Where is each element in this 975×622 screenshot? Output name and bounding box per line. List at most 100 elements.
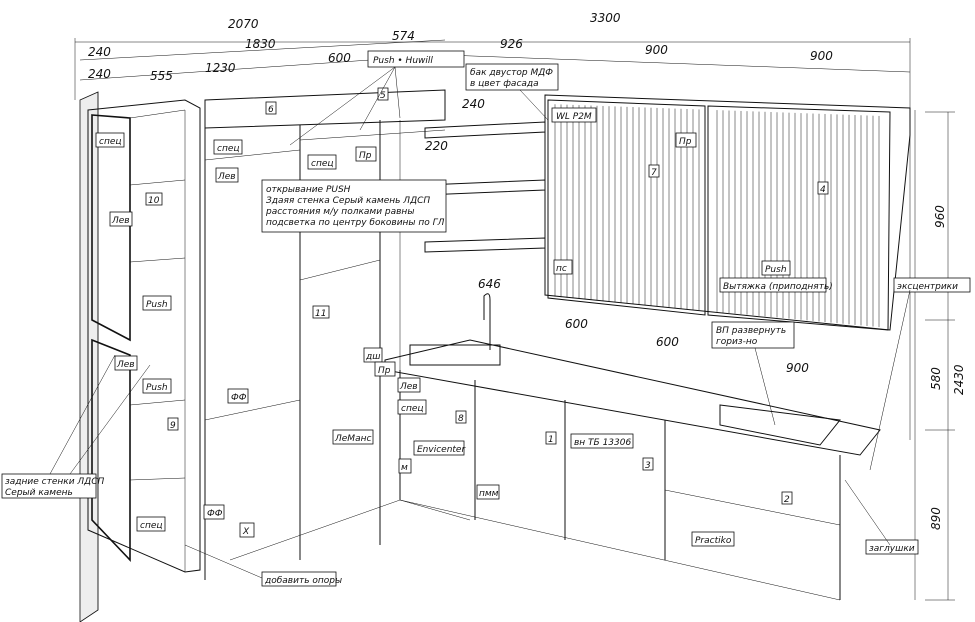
svg-text:Серый камень: Серый камень [5, 488, 73, 498]
svg-text:Пр: Пр [359, 151, 372, 161]
svg-text:10: 10 [148, 196, 160, 206]
svg-text:Лев: Лев [217, 172, 236, 182]
label-pmm: пмм [476, 484, 500, 500]
svg-text:пс: пс [556, 264, 567, 274]
svg-text:спец: спец [140, 521, 163, 531]
svg-text:спец: спец [311, 159, 334, 169]
label-push-huwill: Push • Huwill [367, 50, 465, 68]
svg-text:6: 6 [268, 105, 274, 115]
label-pc: пс [553, 259, 573, 275]
module-5: 5 [377, 87, 389, 101]
svg-text:заглушки: заглушки [869, 544, 915, 554]
label-lev-col2: Лев [114, 355, 138, 371]
svg-text:Practiko: Practiko [695, 536, 732, 546]
module-4: 4 [817, 181, 829, 195]
svg-text:4: 4 [820, 185, 826, 195]
svg-text:Здаяя стенка Серый камень ЛДСП: Здаяя стенка Серый камень ЛДСП [266, 196, 430, 206]
label-hood-lift: Вытяжка (приподнять) [719, 277, 833, 293]
top-dimension-lines [74, 38, 911, 110]
module-10: 10 [145, 192, 163, 206]
module-9: 9 [167, 417, 179, 431]
svg-text:Лев: Лев [111, 216, 130, 226]
dim-600b: 600 [565, 317, 588, 331]
svg-text:Пр: Пр [378, 366, 391, 376]
label-spec-low: спец [397, 399, 427, 415]
svg-text:добавить опоры: добавить опоры [264, 576, 342, 586]
svg-text:ФФ: ФФ [231, 393, 247, 403]
svg-text:подсветка по центру боковины п: подсветка по центру боковины по ГЛ [266, 218, 445, 228]
svg-text:WL P2M: WL P2M [556, 112, 592, 122]
label-pr-upper: Пр [675, 132, 697, 148]
label-add-supports: добавить опоры [261, 571, 342, 587]
label-dsh: дш [363, 347, 383, 363]
svg-text:Push • Huwill: Push • Huwill [373, 56, 433, 66]
dim-900b: 900 [810, 49, 833, 63]
svg-text:9: 9 [170, 421, 176, 431]
svg-text:спец: спец [401, 404, 424, 414]
label-envicenter: Envicenter [413, 440, 466, 456]
dim-926: 926 [500, 37, 523, 51]
svg-text:в цвет фасада: в цвет фасада [470, 79, 539, 89]
svg-text:спец: спец [99, 137, 122, 147]
dim-900c: 900 [786, 361, 809, 375]
svg-text:гориз-но: гориз-но [716, 337, 758, 347]
dim-890: 890 [929, 507, 943, 530]
svg-text:Push: Push [765, 265, 787, 275]
svg-text:ЛеМанс: ЛеМанс [334, 434, 371, 444]
dim-960: 960 [933, 205, 947, 228]
label-spec-tall: спец [213, 139, 243, 155]
dim-1830: 1830 [245, 37, 276, 51]
label-x: X [239, 522, 255, 538]
module-11: 11 [312, 305, 330, 319]
left-wall-edge [79, 91, 99, 622]
module-8: 8 [455, 410, 467, 424]
dim-2430: 2430 [952, 364, 966, 395]
label-zaglushki: заглушки [865, 539, 919, 555]
label-ff1: ФФ [227, 388, 249, 404]
label-pr-mid: Пр [355, 146, 377, 162]
module-7: 7 [648, 164, 660, 178]
tall-glass-cabinet [87, 99, 201, 573]
label-pr-low: Пр [374, 361, 396, 377]
right-dimension-lines [925, 111, 955, 601]
svg-text:спец: спец [217, 144, 240, 154]
svg-text:11: 11 [315, 309, 326, 319]
label-ff2: ФФ [203, 504, 225, 520]
dim-240b: 240 [88, 67, 111, 81]
label-spec-mid: спец [307, 154, 337, 170]
svg-text:расстояния м/у полками равны: расстояния м/у полками равны [265, 207, 414, 217]
svg-text:м: м [401, 463, 408, 473]
label-eccentrics: эксцентрики [893, 277, 971, 293]
svg-text:3: 3 [645, 461, 651, 471]
module-3: 3 [642, 457, 654, 471]
svg-text:задние стенки ЛДСП: задние стенки ЛДСП [5, 477, 104, 487]
svg-text:Push: Push [146, 300, 168, 310]
label-push-col2: Push [142, 378, 172, 394]
svg-text:эксцентрики: эксцентрики [897, 282, 958, 292]
svg-text:ФФ: ФФ [207, 509, 223, 519]
countertop-base [384, 293, 881, 601]
module-6: 6 [265, 101, 277, 115]
svg-text:дш: дш [365, 352, 380, 362]
svg-text:7: 7 [651, 168, 657, 178]
label-lev-low: Лев [397, 377, 421, 393]
label-spec-bottom: спец [136, 516, 166, 532]
dim-900a: 900 [645, 43, 668, 57]
dim-580: 580 [929, 367, 943, 390]
svg-text:вн ТБ 13306: вн ТБ 13306 [574, 438, 631, 448]
svg-text:Вытяжка (приподнять): Вытяжка (приподнять) [723, 282, 833, 292]
svg-text:Лев: Лев [399, 382, 418, 392]
svg-text:5: 5 [380, 91, 386, 101]
dim-1230: 1230 [205, 61, 236, 75]
label-lemans: ЛеМанс [332, 429, 374, 445]
label-lev-tall: Лев [215, 167, 239, 183]
svg-text:8: 8 [458, 414, 464, 424]
label-vn-tb: вн ТБ 13306 [570, 433, 634, 449]
svg-text:1: 1 [548, 435, 554, 445]
label-push-hood: Push [761, 260, 791, 276]
